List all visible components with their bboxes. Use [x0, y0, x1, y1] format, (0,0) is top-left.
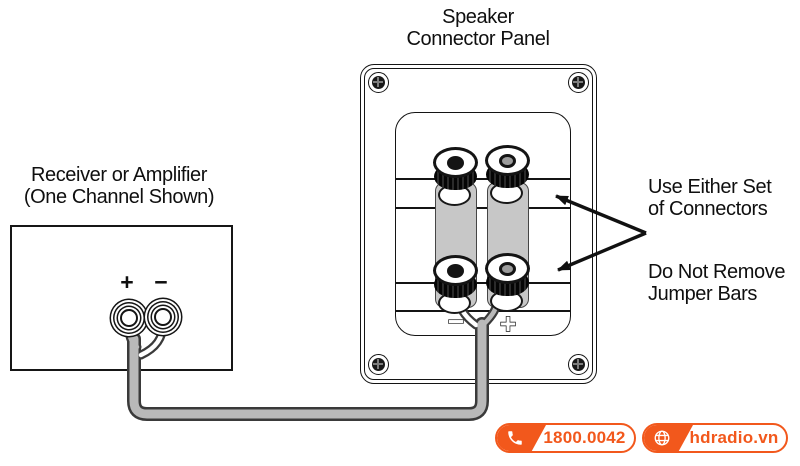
panel-title-line1: Speaker	[442, 6, 514, 28]
receiver-positive-terminal	[120, 309, 138, 327]
screw-icon	[368, 354, 389, 375]
receiver-label: Receiver or Amplifier (One Channel Shown…	[19, 164, 219, 208]
phone-icon	[508, 431, 522, 445]
phone-badge[interactable]: 1800.0042	[495, 423, 636, 453]
panel-mold-line	[396, 282, 570, 284]
screw-icon	[568, 72, 589, 93]
receiver-negative-terminal	[154, 308, 172, 326]
annotation-jumper-line1: Do Not Remove	[648, 261, 786, 283]
receiver-box: + −	[10, 225, 233, 371]
panel-mold-line	[396, 310, 570, 312]
annotation-connectors-line1: Use Either Set	[648, 176, 772, 198]
panel-title-line2: Connector Panel	[406, 28, 550, 50]
binding-post-top-negative	[433, 147, 479, 209]
panel-mold-line	[396, 207, 570, 209]
annotation-connectors-line2: of Connectors	[648, 197, 768, 220]
annotation-use-either-set: Use Either Set of Connectors	[648, 176, 798, 220]
panel-title: Speaker Connector Panel	[378, 6, 578, 50]
binding-post-bottom-negative	[433, 255, 479, 317]
phone-number: 1800.0042	[543, 428, 626, 447]
panel-mold-line	[396, 178, 570, 180]
speaker-connector-panel	[360, 64, 597, 384]
screw-icon	[368, 72, 389, 93]
globe-icon	[654, 430, 670, 446]
annotation-do-not-remove: Do Not Remove Jumper Bars	[648, 261, 800, 305]
website-badge[interactable]: hdradio.vn	[642, 423, 788, 453]
receiver-label-line2: (One Channel Shown)	[23, 186, 215, 208]
receiver-negative-label: −	[154, 269, 168, 295]
receiver-positive-label: +	[120, 269, 134, 295]
screw-icon	[568, 354, 589, 375]
website-url: hdradio.vn	[689, 428, 779, 447]
panel-recess	[395, 112, 571, 336]
annotation-jumper-line2: Jumper Bars	[648, 282, 757, 305]
binding-post-bottom-positive	[485, 253, 531, 315]
receiver-label-line1: Receiver or Amplifier	[30, 164, 208, 186]
binding-post-top-positive	[485, 145, 531, 207]
